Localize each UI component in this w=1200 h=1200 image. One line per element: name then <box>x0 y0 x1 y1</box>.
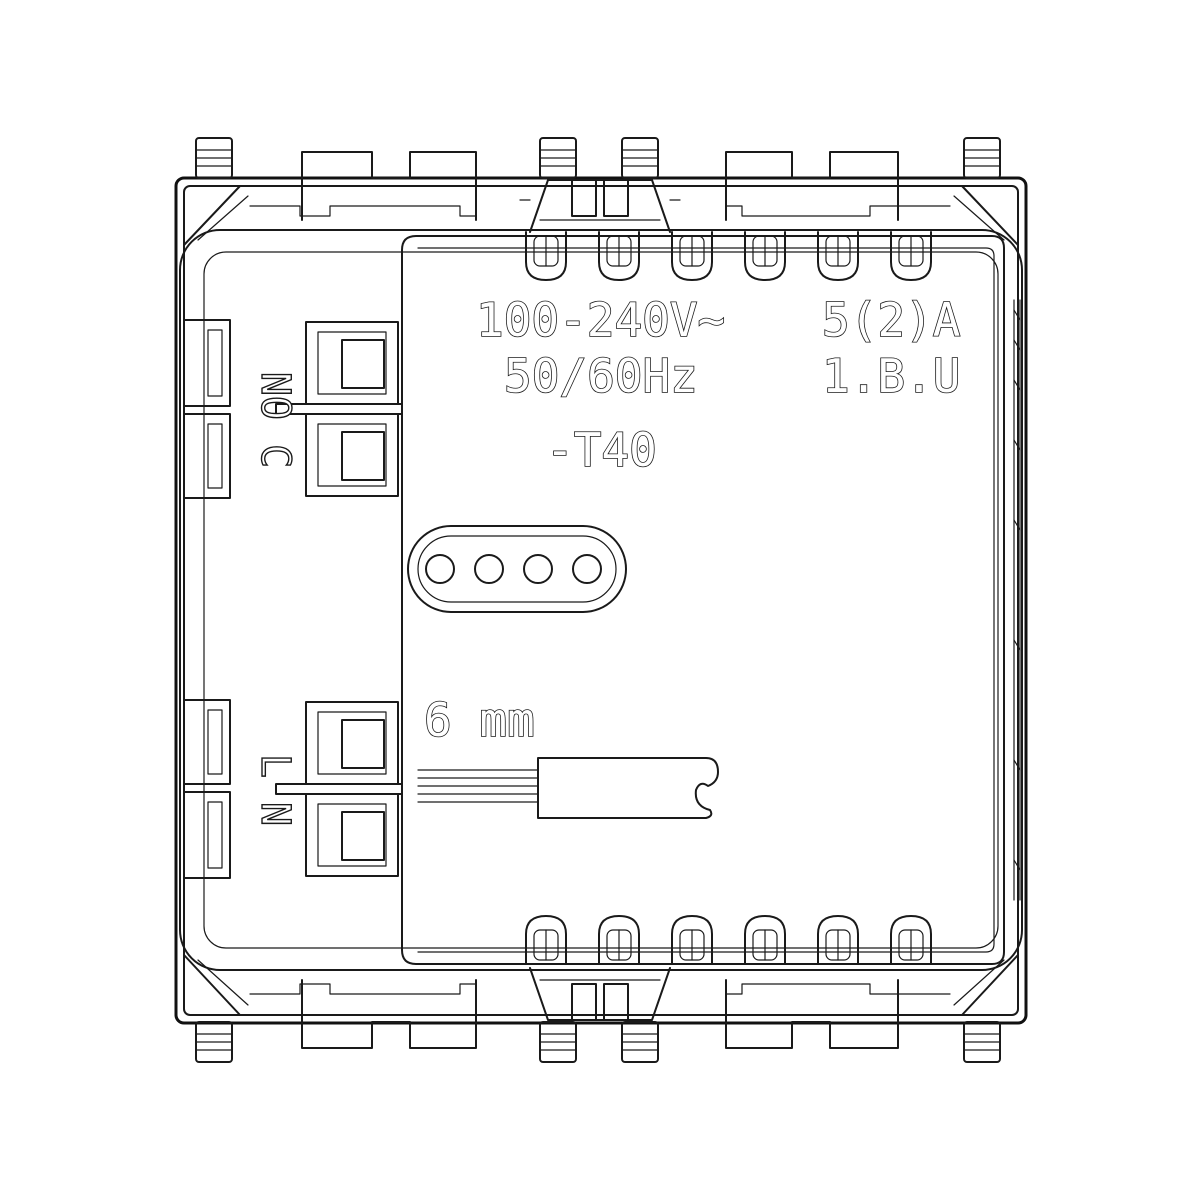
terminal-block-top <box>275 321 403 497</box>
bottom-prong-2 <box>598 915 640 965</box>
bus-rating: 1.B.U <box>822 349 960 403</box>
bottom-prong-1 <box>525 915 567 965</box>
bottom-prong-6 <box>890 915 932 965</box>
cover-plate <box>401 235 1005 965</box>
voltage-rating: 100-240V~ <box>476 293 725 347</box>
bottom-prong-3 <box>671 915 713 965</box>
frequency-rating: 50/60Hz <box>504 349 698 403</box>
strip-length-label: 6 mm <box>424 693 535 747</box>
temperature-rating: -T40 <box>546 423 657 477</box>
top-clips <box>195 137 1001 233</box>
right-edge-detail <box>1013 299 1021 901</box>
bottom-prong-4 <box>744 915 786 965</box>
current-rating: 5(2)A <box>822 293 960 347</box>
terminal-label-top: NO C <box>252 372 298 468</box>
terminal-label-bottom: L N <box>252 754 298 826</box>
outer-frame <box>174 176 1028 1025</box>
wire-strip-gauge <box>417 757 719 819</box>
connector-port <box>407 525 627 613</box>
top-prong-2 <box>598 231 640 281</box>
bottom-clips <box>195 967 1001 1063</box>
bottom-prong-5 <box>817 915 859 965</box>
top-prong-5 <box>817 231 859 281</box>
left-side-slots <box>183 319 231 879</box>
top-prong-row <box>525 231 932 281</box>
top-prong-6 <box>890 231 932 281</box>
top-prong-4 <box>744 231 786 281</box>
terminal-block-bottom <box>275 701 403 877</box>
top-prong-3 <box>671 231 713 281</box>
bottom-prong-row <box>525 915 932 965</box>
top-prong-1 <box>525 231 567 281</box>
